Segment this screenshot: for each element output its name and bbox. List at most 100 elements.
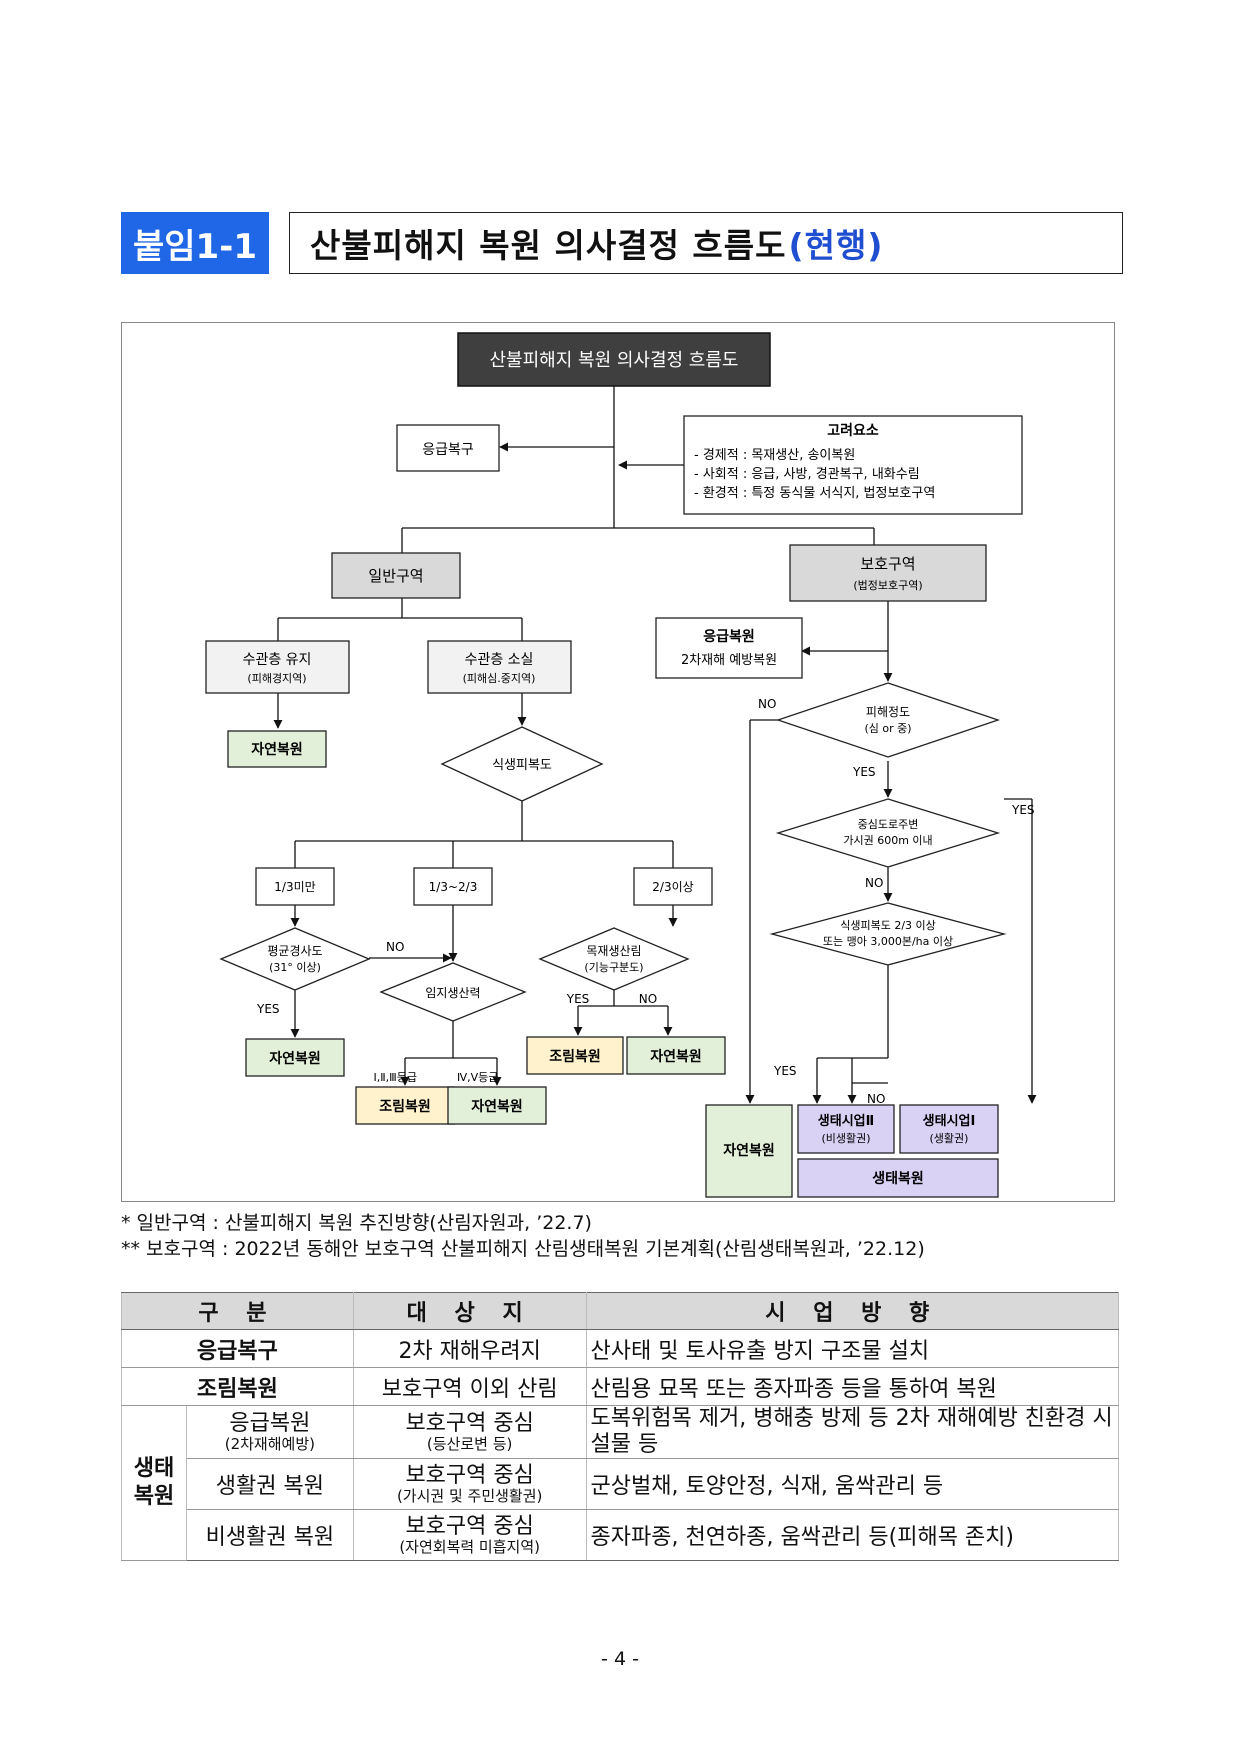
restoration-table: 구 분 대 상 지 시 업 방 향 응급복구 2차 재해우려지 산사태 및 토사…: [121, 1292, 1120, 1561]
factors-box: [683, 415, 1023, 515]
row3-target: 보호구역 중심 (등산로변 등): [352, 1405, 587, 1459]
flowchart: 산불피해지 복원 의사결정 흐름도 응급복구 고려요소 - 경제적 : 목재생산…: [121, 322, 1115, 1202]
page-number: - 4 -: [601, 1648, 639, 1670]
row2-direction: 산림용 묘목 또는 종자파종 등을 통하여 복원: [585, 1367, 1120, 1406]
plant-restore-1-label: 조림복원: [379, 1099, 431, 1115]
road-visibility-diamond: [775, 798, 1001, 868]
plant-restore-1-box: [355, 1086, 455, 1125]
protected-zone-box: [789, 544, 987, 602]
road-no: NO: [865, 876, 883, 890]
row3-direction: 도복위험목 제거, 병해충 방제 등 2차 재해예방 친환경 시설물 등: [585, 1405, 1120, 1459]
range-mid-label: 1/3~2/3: [429, 880, 478, 894]
table-row: 생활권 복원 보호구역 중심 (가시권 및 주민생활권) 군상벌채, 토양안정,…: [122, 1458, 1120, 1510]
eco-project-2-sub: (비생활권): [821, 1131, 870, 1145]
row5-direction: 종자파종, 천연하종, 움싹관리 등(피해목 존치): [585, 1509, 1120, 1561]
road-visibility-line2: 가시권 600m 이내: [843, 834, 932, 847]
natural-restore-2-box: [245, 1038, 345, 1077]
row5-target-main: 보호구역 중심: [405, 1514, 534, 1539]
veg-cover-label: 식생피복도: [492, 758, 552, 773]
row2-target: 보호구역 이외 산림: [352, 1367, 587, 1406]
crown-kept-label: 수관층 유지: [243, 652, 312, 668]
header-category: 구 분: [121, 1292, 354, 1330]
table-row: 응급복구 2차 재해우려지 산사태 및 토사유출 방지 구조물 설치: [121, 1329, 1120, 1368]
slope-no: NO: [386, 940, 404, 954]
table-row: 조림복원 보호구역 이외 산림 산림용 묘목 또는 종자파종 등을 통하여 복원: [121, 1367, 1120, 1406]
emergency-restore-box: [655, 617, 803, 679]
row3-target-main: 보호구역 중심: [405, 1411, 534, 1436]
range-lt-third-label: 1/3미만: [274, 880, 315, 894]
range-gt-label: 2/3이상: [652, 880, 693, 894]
connectors: [273, 386, 1037, 1104]
factor-social: - 사회적 : 응급, 사방, 경관복구, 내화수림: [694, 467, 920, 482]
veg2-yes: YES: [773, 1064, 797, 1078]
eco-project-1-label: 생태시업Ⅰ: [923, 1114, 976, 1129]
grade-45-label: Ⅳ,Ⅴ등급: [457, 1071, 498, 1084]
plant-restore-2-box: [526, 1036, 624, 1075]
row3-target-sub: (등산로변 등): [426, 1435, 513, 1453]
row2-category: 조림복원: [121, 1367, 354, 1406]
row4-target-sub: (가시권 및 주민생활권): [396, 1487, 543, 1505]
veg-cover-diamond: [440, 726, 604, 802]
crown-lost-label: 수관층 소실: [465, 652, 534, 668]
range-mid-box: [413, 867, 493, 906]
row5-target-sub: (자연회복력 미흡지역): [399, 1538, 540, 1556]
flowchart-canvas: 산불피해지 복원 의사결정 흐름도 응급복구 고려요소 - 경제적 : 목재생산…: [205, 332, 1037, 1198]
natural-restore-4-box: [626, 1036, 726, 1075]
grade-123-label: Ⅰ,Ⅱ,Ⅲ등급: [374, 1071, 417, 1084]
row1-target: 2차 재해우려지: [352, 1329, 587, 1368]
damage-degree-sub: (심 or 중): [864, 722, 911, 735]
row4-target: 보호구역 중심 (가시권 및 주민생활권): [352, 1458, 587, 1510]
timber-forest-sub: (기능구분도): [584, 961, 643, 974]
natural-restore-4-label: 자연복원: [650, 1049, 702, 1065]
factors-title: 고려요소: [827, 422, 879, 439]
factor-economic: - 경제적 : 목재생산, 송이복원: [694, 448, 855, 463]
timber-yes: YES: [566, 992, 590, 1006]
damage-degree-label: 피해정도: [866, 705, 910, 719]
natural-restore-1-label: 자연복원: [251, 742, 303, 758]
crown-kept-sub: (피해경지역): [247, 671, 306, 685]
row4-category: 생활권 복원: [185, 1458, 354, 1510]
road-yes: YES: [1011, 803, 1035, 817]
site-productivity-label: 임지생산력: [425, 986, 480, 1000]
emergency-recovery-label: 응급복구: [422, 442, 474, 458]
veg-cover-2-line2: 또는 맹아 3,000본/ha 이상: [823, 935, 953, 948]
flow-title: 산불피해지 복원 의사결정 흐름도: [489, 350, 738, 371]
row3-category-main: 응급복원: [229, 1411, 311, 1436]
veg-cover-2-diamond: [769, 902, 1007, 966]
table-header-row: 구 분 대 상 지 시 업 방 향: [121, 1292, 1120, 1330]
note-general-zone: * 일반구역 : 산불피해지 복원 추진방향(산림자원과, ’22.7): [121, 1212, 592, 1234]
row4-direction: 군상벌채, 토양안정, 식재, 움싹관리 등: [585, 1458, 1120, 1510]
eco-project-1-sub: (생활권): [930, 1131, 969, 1145]
slope-label: 평균경사도: [267, 944, 322, 958]
timber-forest-diamond: [538, 927, 690, 991]
row3-category: 응급복원 (2차재해예방): [185, 1405, 354, 1459]
plant-restore-2-label: 조림복원: [549, 1049, 601, 1065]
factor-environmental: - 환경적 : 특정 동식물 서식지, 법정보호구역: [694, 486, 935, 501]
site-productivity-diamond: [379, 962, 527, 1022]
natural-restore-5-box: [705, 1104, 793, 1198]
secondary-prevent-label: 2차재해 예방복원: [681, 653, 777, 668]
table-row: 생태 복원 응급복원 (2차재해예방) 보호구역 중심 (등산로변 등) 도복위…: [121, 1405, 1120, 1561]
note-protected-zone: ** 보호구역 : 2022년 동해안 보호구역 산불피해지 산림생태복원 기본…: [121, 1238, 925, 1260]
row3-category-sub: (2차재해예방): [224, 1435, 315, 1453]
emergency-restore-label: 응급복원: [703, 629, 755, 645]
veg-cover-2-line1: 식생피복도 2/3 이상: [840, 919, 936, 932]
slope-yes: YES: [256, 1002, 280, 1016]
range-gt-box: [633, 867, 713, 906]
eco-restore-box: [797, 1158, 999, 1198]
damage-yes: YES: [852, 765, 876, 779]
natural-restore-3-label: 자연복원: [471, 1099, 523, 1115]
crown-kept-box: [205, 640, 350, 694]
eco-project-2-label: 생태시업Ⅱ: [818, 1114, 874, 1129]
row4-target-main: 보호구역 중심: [405, 1463, 534, 1488]
road-visibility-line1: 중심도로주변: [858, 818, 919, 831]
eco-project-2-box: [797, 1104, 895, 1154]
row5-category: 비생활권 복원: [185, 1509, 354, 1561]
eco-restore-label: 생태복원: [872, 1171, 924, 1187]
slope-sub: (31° 이상): [269, 961, 321, 974]
row5-target: 보호구역 중심 (자연회복력 미흡지역): [352, 1509, 587, 1561]
eco-restore-group: 생태 복원: [121, 1405, 187, 1561]
page-title: 산불피해지 복원 의사결정 흐름도(현행): [289, 212, 1123, 274]
page-title-tag: (현행): [788, 226, 884, 265]
page-title-text: 산불피해지 복원 의사결정 흐름도: [310, 226, 787, 265]
